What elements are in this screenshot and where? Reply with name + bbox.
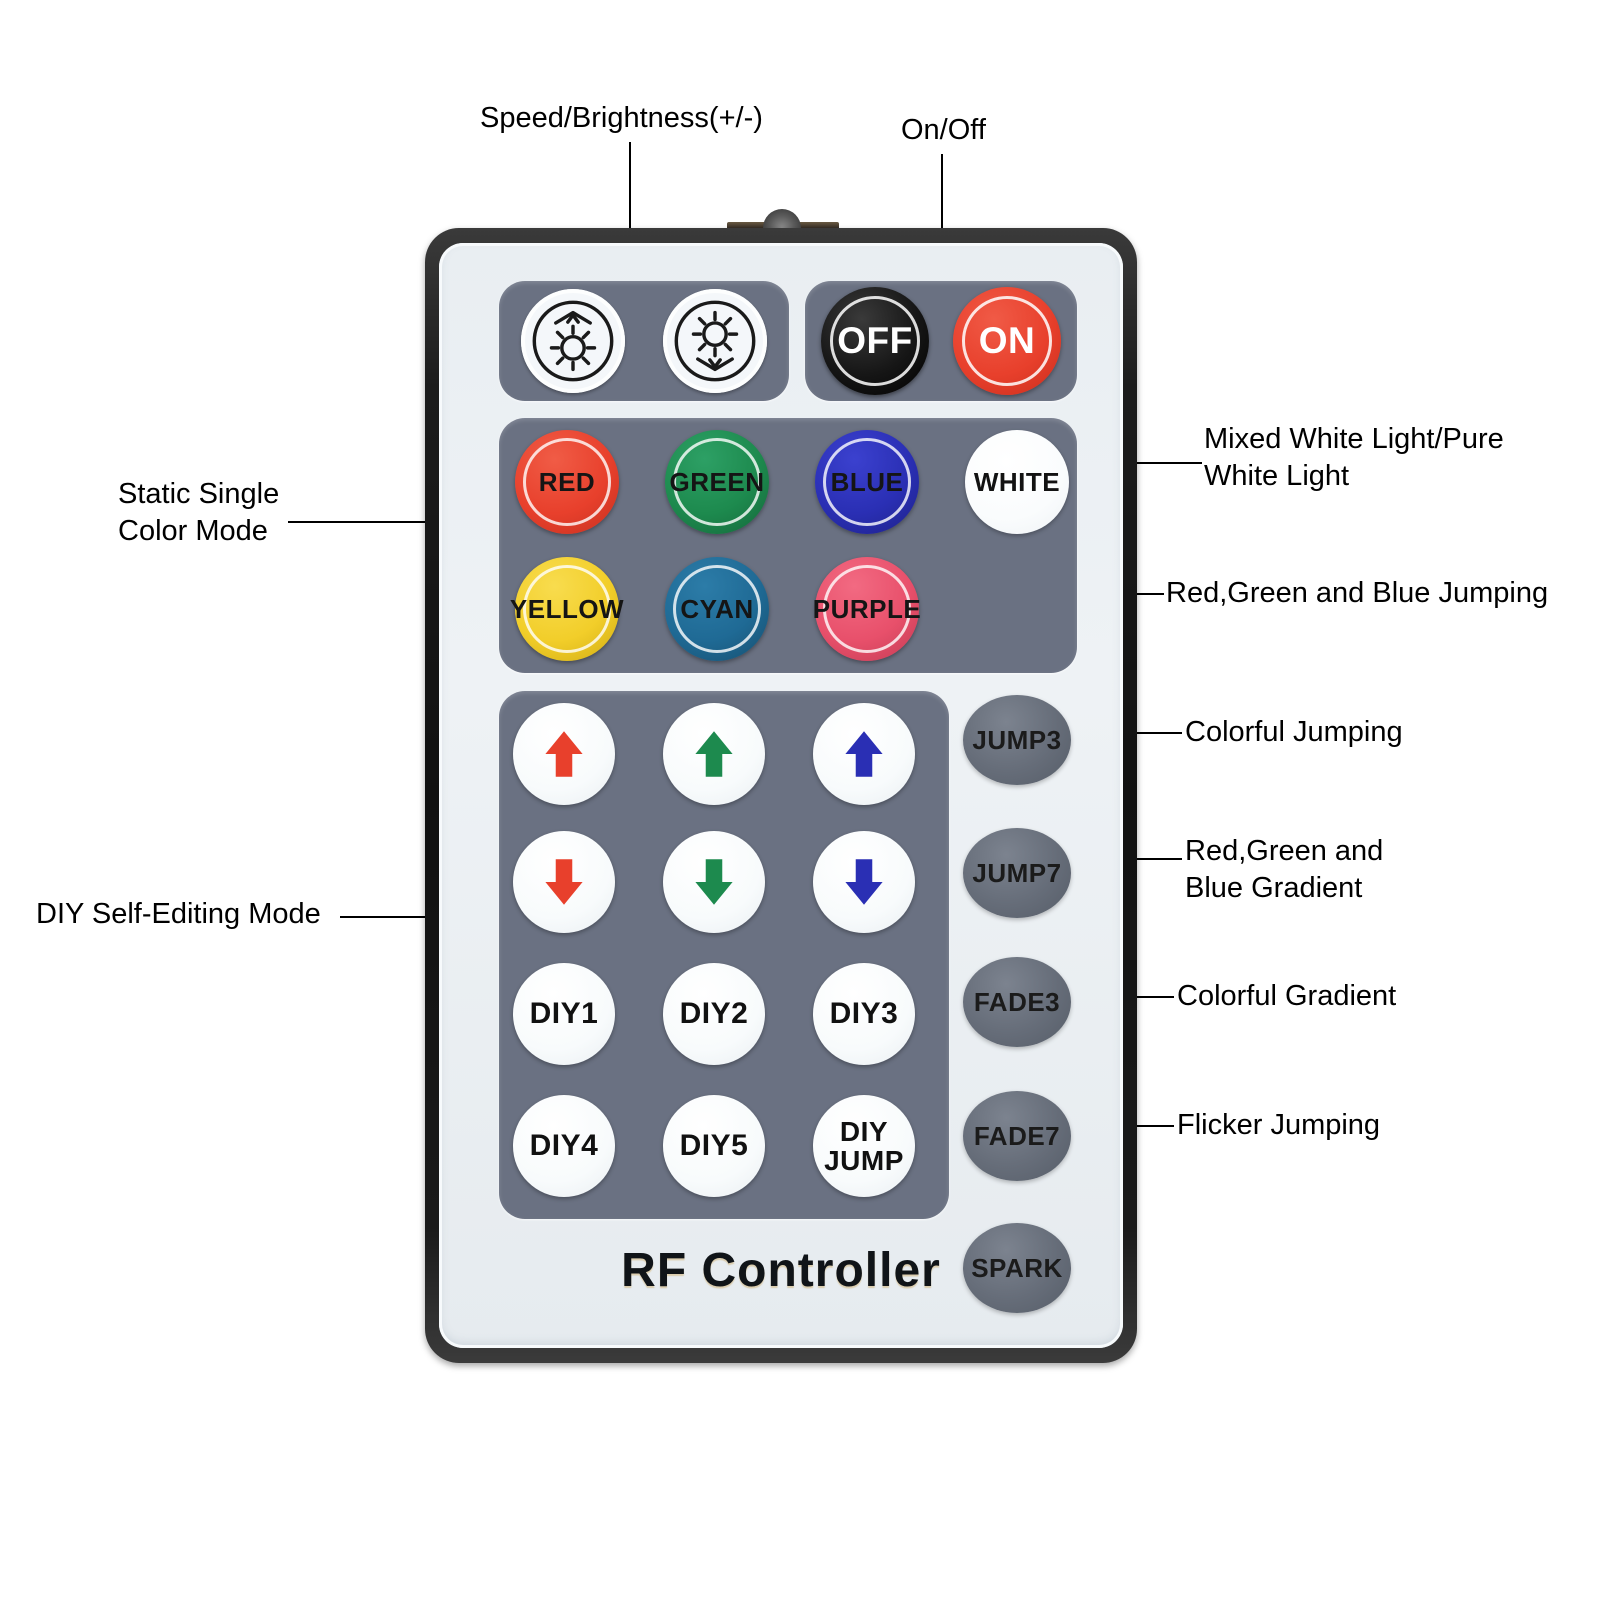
brightness-keypad-panel	[499, 281, 789, 401]
brightness-up-button[interactable]	[521, 289, 625, 393]
diy3-label: DIY3	[829, 997, 899, 1031]
annotation-mixed-white-light: Mixed White Light/Pure White Light	[1204, 423, 1504, 493]
color-label-cyan: CYAN	[680, 593, 754, 624]
diy3-button[interactable]: DIY3	[813, 963, 915, 1065]
mode-button-jump3[interactable]: JUMP3	[963, 695, 1071, 785]
annotation-fade3: Red,Green and Blue Gradient	[1185, 835, 1384, 905]
annotation-on-off: On/Off	[901, 114, 986, 146]
annotation-spark: Flicker Jumping	[1177, 1109, 1381, 1141]
annotation-jump3: Red,Green and Blue Jumping	[1166, 577, 1549, 609]
remote-faceplate: OFF ON RED GREEN BLUE YELLOW CYAN	[439, 243, 1123, 1348]
diy1-label: DIY1	[529, 997, 599, 1031]
color-label-white: WHITE	[973, 466, 1061, 497]
power-keypad-panel: OFF ON	[805, 281, 1077, 401]
power-off-label: OFF	[837, 320, 913, 361]
mode-button-fade7[interactable]: FADE7	[963, 1091, 1071, 1181]
mode-label-spark: SPARK	[971, 1252, 1063, 1283]
diy5-label: DIY5	[679, 1129, 749, 1163]
arrow-up-green-icon	[683, 723, 745, 785]
diy1-button[interactable]: DIY1	[513, 963, 615, 1065]
arrow-down-green-icon	[683, 851, 745, 913]
power-on-label: ON	[978, 320, 1036, 361]
color-button-cyan[interactable]: CYAN	[665, 557, 769, 661]
leader-line-static-single-color-mode	[288, 521, 490, 523]
arrow-down-red-icon	[533, 851, 595, 913]
color-label-green: GREEN	[669, 466, 765, 497]
mode-button-jump7[interactable]: JUMP7	[963, 828, 1071, 918]
mode-label-jump3: JUMP3	[972, 724, 1062, 755]
arrow-down-blue-icon	[833, 851, 895, 913]
color-label-blue: BLUE	[830, 466, 904, 497]
color-label-yellow: YELLOW	[509, 593, 625, 624]
color-button-red[interactable]: RED	[515, 430, 619, 534]
diy4-button[interactable]: DIY4	[513, 1095, 615, 1197]
brightness-down-icon	[672, 298, 758, 384]
annotation-static-single-color-mode: Static Single Color Mode	[118, 478, 280, 548]
mode-button-fade3[interactable]: FADE3	[963, 957, 1071, 1047]
arrow-up-red-icon	[533, 723, 595, 785]
power-on-button[interactable]: ON	[953, 287, 1061, 395]
remote-control-body: OFF ON RED GREEN BLUE YELLOW CYAN	[425, 228, 1137, 1363]
arrow-up-blue-icon	[833, 723, 895, 785]
brightness-up-icon	[530, 298, 616, 384]
brightness-down-button[interactable]	[663, 289, 767, 393]
color-button-blue[interactable]: BLUE	[815, 430, 919, 534]
diy5-button[interactable]: DIY5	[663, 1095, 765, 1197]
arrow-down-blue-button[interactable]	[813, 831, 915, 933]
annotation-diy-self-editing-mode: DIY Self-Editing Mode	[36, 898, 321, 930]
arrow-down-green-button[interactable]	[663, 831, 765, 933]
color-button-white[interactable]: WHITE	[965, 430, 1069, 534]
diy-keypad-panel: DIY1 DIY2 DIY3 DIY4 DIY5 DIY JUMP	[499, 691, 949, 1219]
annotation-jump7: Colorful Jumping	[1185, 716, 1403, 748]
annotation-fade7: Colorful Gradient	[1177, 980, 1397, 1012]
leader-line-speed-brightness	[629, 142, 631, 288]
diy2-button[interactable]: DIY2	[663, 963, 765, 1065]
arrow-up-green-button[interactable]	[663, 703, 765, 805]
mode-label-jump7: JUMP7	[972, 857, 1062, 888]
color-keypad-panel: RED GREEN BLUE YELLOW CYAN PURPLE WHITE	[499, 418, 1077, 673]
color-button-green[interactable]: GREEN	[665, 430, 769, 534]
diy-jump-label: DIY JUMP	[824, 1115, 904, 1176]
arrow-up-blue-button[interactable]	[813, 703, 915, 805]
color-button-purple[interactable]: PURPLE	[812, 557, 922, 661]
color-label-red: RED	[538, 466, 596, 497]
leader-line-diy-self-editing-mode	[340, 916, 490, 918]
annotation-speed-brightness: Speed/Brightness(+/-)	[480, 102, 763, 134]
color-button-yellow[interactable]: YELLOW	[510, 557, 624, 661]
mode-button-spark[interactable]: SPARK	[963, 1223, 1071, 1313]
mode-label-fade7: FADE7	[973, 1120, 1061, 1151]
diy4-label: DIY4	[529, 1129, 599, 1163]
power-off-button[interactable]: OFF	[821, 287, 929, 395]
arrow-up-red-button[interactable]	[513, 703, 615, 805]
leader-line-on-off	[941, 154, 943, 288]
diy-jump-button[interactable]: DIY JUMP	[813, 1095, 915, 1197]
diy2-label: DIY2	[679, 997, 749, 1031]
arrow-down-red-button[interactable]	[513, 831, 615, 933]
color-label-purple: PURPLE	[812, 593, 922, 624]
mode-label-fade3: FADE3	[973, 986, 1061, 1017]
brand-label: RF Controller	[621, 1244, 941, 1297]
